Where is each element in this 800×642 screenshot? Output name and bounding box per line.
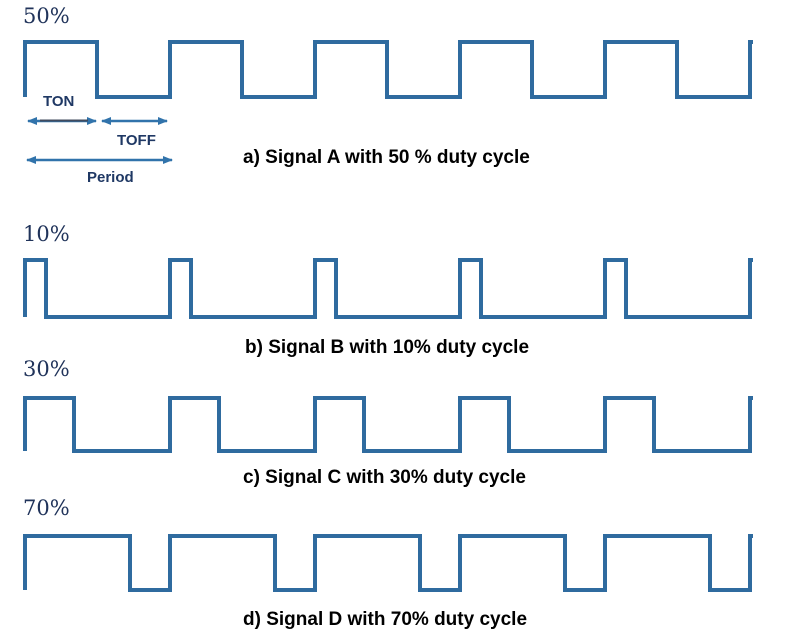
duty-label-c: 30% [23,357,70,381]
duty-label-b: 10% [23,222,70,246]
period-label: Period [87,169,134,186]
waveform-d [23,534,753,592]
toff-label: TOFF [117,132,156,149]
waveform-c [23,396,753,453]
caption-signal-b: b) Signal B with 10% duty cycle [245,337,530,358]
duty-label-a: 50% [23,4,70,28]
caption-signal-c: c) Signal C with 30% duty cycle [243,467,526,488]
waveform-b [23,258,753,319]
waveform-a [23,40,753,99]
ton-label: TON [43,93,75,110]
caption-signal-a: a) Signal A with 50 % duty cycle [243,147,530,168]
caption-signal-d: d) Signal D with 70% duty cycle [243,609,528,630]
duty-label-d: 70% [23,496,70,520]
